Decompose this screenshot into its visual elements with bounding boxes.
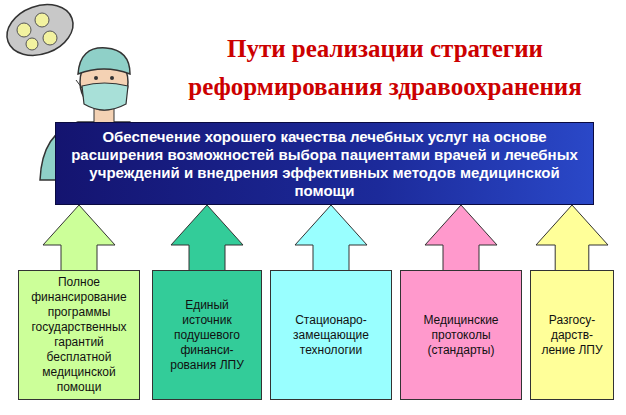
- block-arrow: [425, 205, 497, 271]
- path-box: Стационаро- замещающие технологии: [270, 270, 392, 400]
- path-box: Полное финансирование программы государс…: [18, 270, 140, 400]
- block-arrow: [171, 205, 243, 271]
- path-label: Стационаро- замещающие технологии: [277, 313, 385, 358]
- path-box: Разгосу- дарств- ление ЛПУ: [530, 270, 614, 400]
- block-arrow: [536, 205, 608, 271]
- path-label: Медицинские протоколы (стандарты): [407, 313, 515, 358]
- block-arrow: [43, 205, 115, 271]
- path-label: Разгосу- дарств- ление ЛПУ: [537, 313, 607, 358]
- goal-text: Обеспечение хорошего качества лечебных у…: [62, 128, 587, 200]
- path-label: Единый источник подушевого финанси- рова…: [159, 298, 255, 373]
- path-label: Полное финансирование программы государс…: [25, 275, 133, 395]
- diagram-title: Пути реализации стратегии реформирования…: [160, 30, 610, 106]
- block-arrow: [295, 205, 367, 271]
- goal-band: Обеспечение хорошего качества лечебных у…: [55, 122, 594, 205]
- path-box: Единый источник подушевого финанси- рова…: [152, 270, 262, 400]
- path-box: Медицинские протоколы (стандарты): [400, 270, 522, 400]
